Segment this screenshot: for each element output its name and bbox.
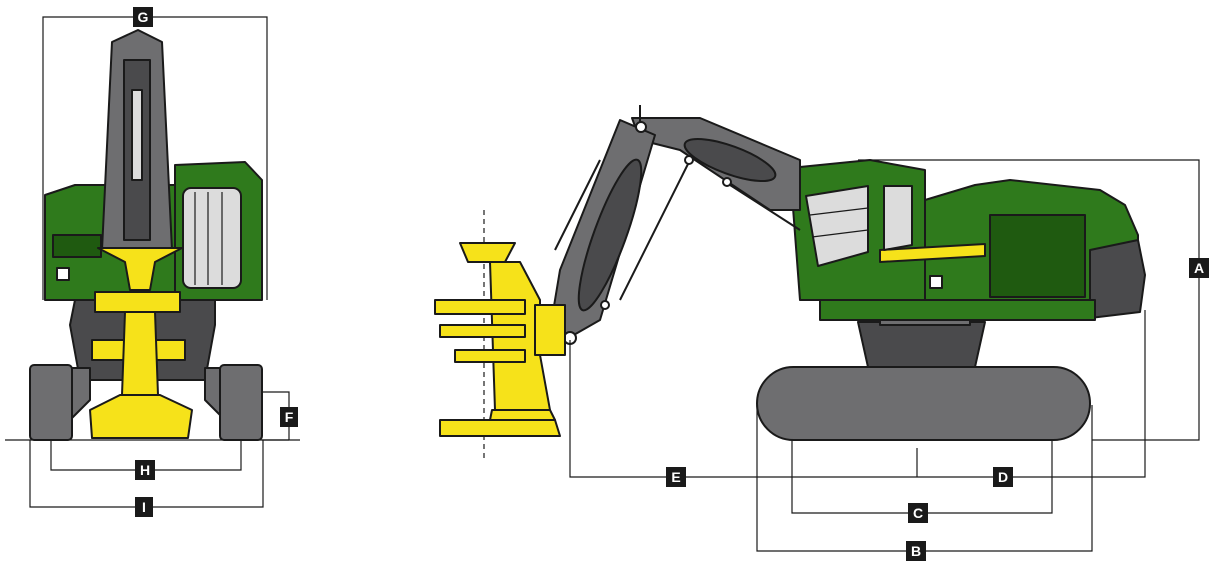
label-a-text: A (1194, 260, 1204, 276)
label-e: E (666, 467, 686, 487)
side-pin (600, 300, 610, 310)
label-h-text: H (140, 462, 150, 478)
side-cab-front-window (805, 185, 869, 267)
front-right-track (219, 364, 263, 441)
label-b: B (906, 541, 926, 561)
side-pin (684, 155, 694, 165)
side-head-tilt-bracket (534, 304, 566, 356)
side-saw-top (489, 409, 556, 421)
label-f: F (280, 407, 298, 427)
front-cylinder-rod (131, 89, 143, 181)
front-head-top (97, 247, 183, 291)
side-pin (635, 121, 647, 133)
side-light (929, 275, 943, 289)
side-pin (722, 177, 732, 187)
label-e-text: E (671, 469, 680, 485)
side-head-mid-arm (439, 324, 526, 338)
side-engine-door (989, 214, 1086, 298)
label-b-text: B (911, 543, 921, 559)
side-yellow-stripe (879, 243, 986, 263)
label-c-text: C (913, 505, 923, 521)
side-cab-side-window (883, 185, 913, 251)
side-head-upper-arm (434, 299, 526, 315)
side-turntable (857, 321, 986, 368)
front-vent (52, 234, 102, 258)
side-head-lower-arm (454, 349, 526, 363)
side-stick-cylinder (619, 159, 691, 301)
side-head-top (459, 242, 516, 263)
front-left-track (29, 364, 73, 441)
side-boom-cylinder (729, 184, 801, 231)
side-saw-housing (439, 419, 561, 437)
side-dimensions (569, 159, 1200, 552)
side-boom-cutout (683, 137, 777, 183)
label-i-text: I (142, 499, 146, 515)
side-deck (819, 299, 1096, 321)
label-i: I (135, 497, 153, 517)
label-a: A (1189, 258, 1209, 278)
side-counterweight (1089, 239, 1146, 319)
front-cab-window (182, 187, 242, 289)
label-g-text: G (138, 9, 149, 25)
label-f-text: F (285, 409, 294, 425)
front-head-arm (94, 291, 181, 313)
front-head-body (121, 311, 159, 396)
label-d-text: D (998, 469, 1008, 485)
label-c: C (908, 503, 928, 523)
dimension-labels: G F H I A E D C (133, 7, 1209, 561)
side-track (756, 366, 1091, 441)
label-g: G (133, 7, 153, 27)
label-h: H (135, 460, 155, 480)
front-view-machine (5, 29, 300, 441)
side-stick-cutout (577, 158, 643, 312)
side-tilt-cylinder (554, 159, 601, 251)
label-d: D (993, 467, 1013, 487)
front-light (56, 267, 70, 281)
front-saw-housing (89, 394, 193, 439)
side-view-machine (434, 105, 1146, 462)
